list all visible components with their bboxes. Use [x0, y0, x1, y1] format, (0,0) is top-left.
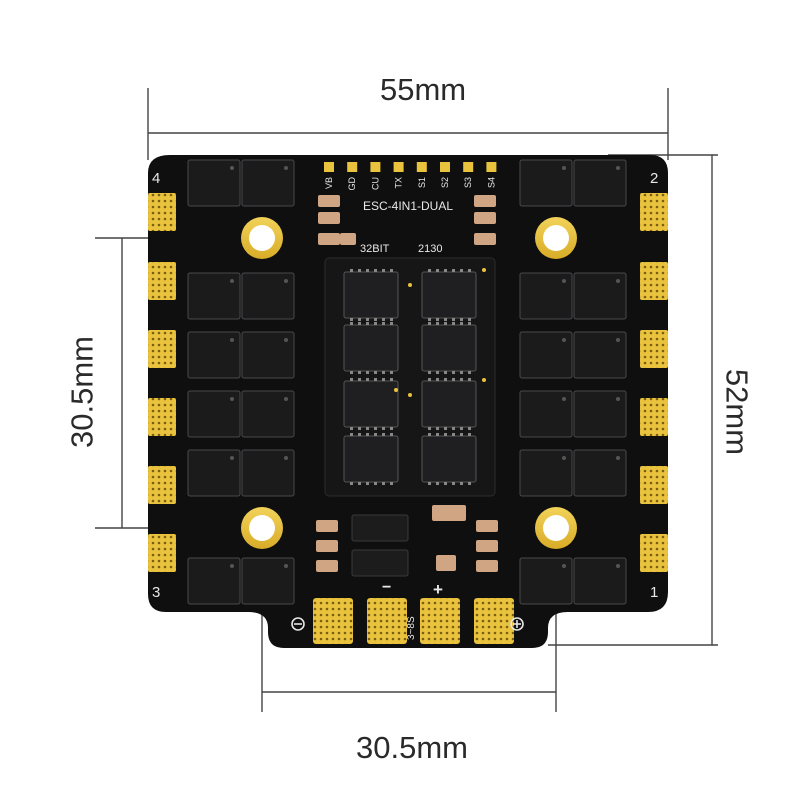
motor-label-3: 3	[152, 584, 160, 601]
pin-label-s4: S4	[486, 177, 496, 188]
pin-label-s2: S2	[440, 177, 450, 188]
side-solder-pads	[148, 193, 668, 572]
bottom-components	[316, 505, 498, 577]
pin-label-s3: S3	[463, 177, 473, 188]
dimension-width-label: 55mm	[380, 72, 467, 107]
pin-label-gd: GD	[347, 176, 357, 190]
mounting-holes	[241, 217, 577, 549]
pin-label-tx: TX	[394, 177, 404, 189]
driver-chip-area	[324, 257, 496, 497]
capacitors-top	[318, 195, 496, 245]
power-pads	[313, 598, 514, 644]
negative-pad-label: −	[382, 579, 391, 596]
signal-pin-pads: VB GD CU TX S1 S2 S3 S4	[324, 162, 497, 191]
pin-label-cu: CU	[370, 177, 380, 190]
pin-label-vb: VB	[324, 177, 334, 189]
version-label: 2130	[418, 243, 442, 255]
pin-label-s1: S1	[417, 177, 427, 188]
voltage-range-label: 3~8S	[406, 616, 417, 640]
dimension-mount-horizontal-label: 30.5mm	[356, 730, 468, 765]
mosfet-array	[187, 159, 627, 605]
motor-label-1: 1	[650, 584, 658, 601]
polarity-symbols	[291, 617, 524, 631]
motor-label-2: 2	[650, 170, 658, 187]
motor-label-4: 4	[152, 170, 160, 187]
positive-pad-label: +	[433, 580, 443, 599]
silkscreen-text: ESC-4IN1-DUAL 32BIT 2130 4 2 3 1 − + 3~8…	[152, 170, 658, 640]
model-label: ESC-4IN1-DUAL	[363, 199, 453, 213]
dimension-mount-vertical-label: 30.5mm	[64, 336, 100, 448]
firmware-label: 32BIT	[360, 243, 390, 255]
dimension-height-label: 52mm	[719, 368, 755, 456]
